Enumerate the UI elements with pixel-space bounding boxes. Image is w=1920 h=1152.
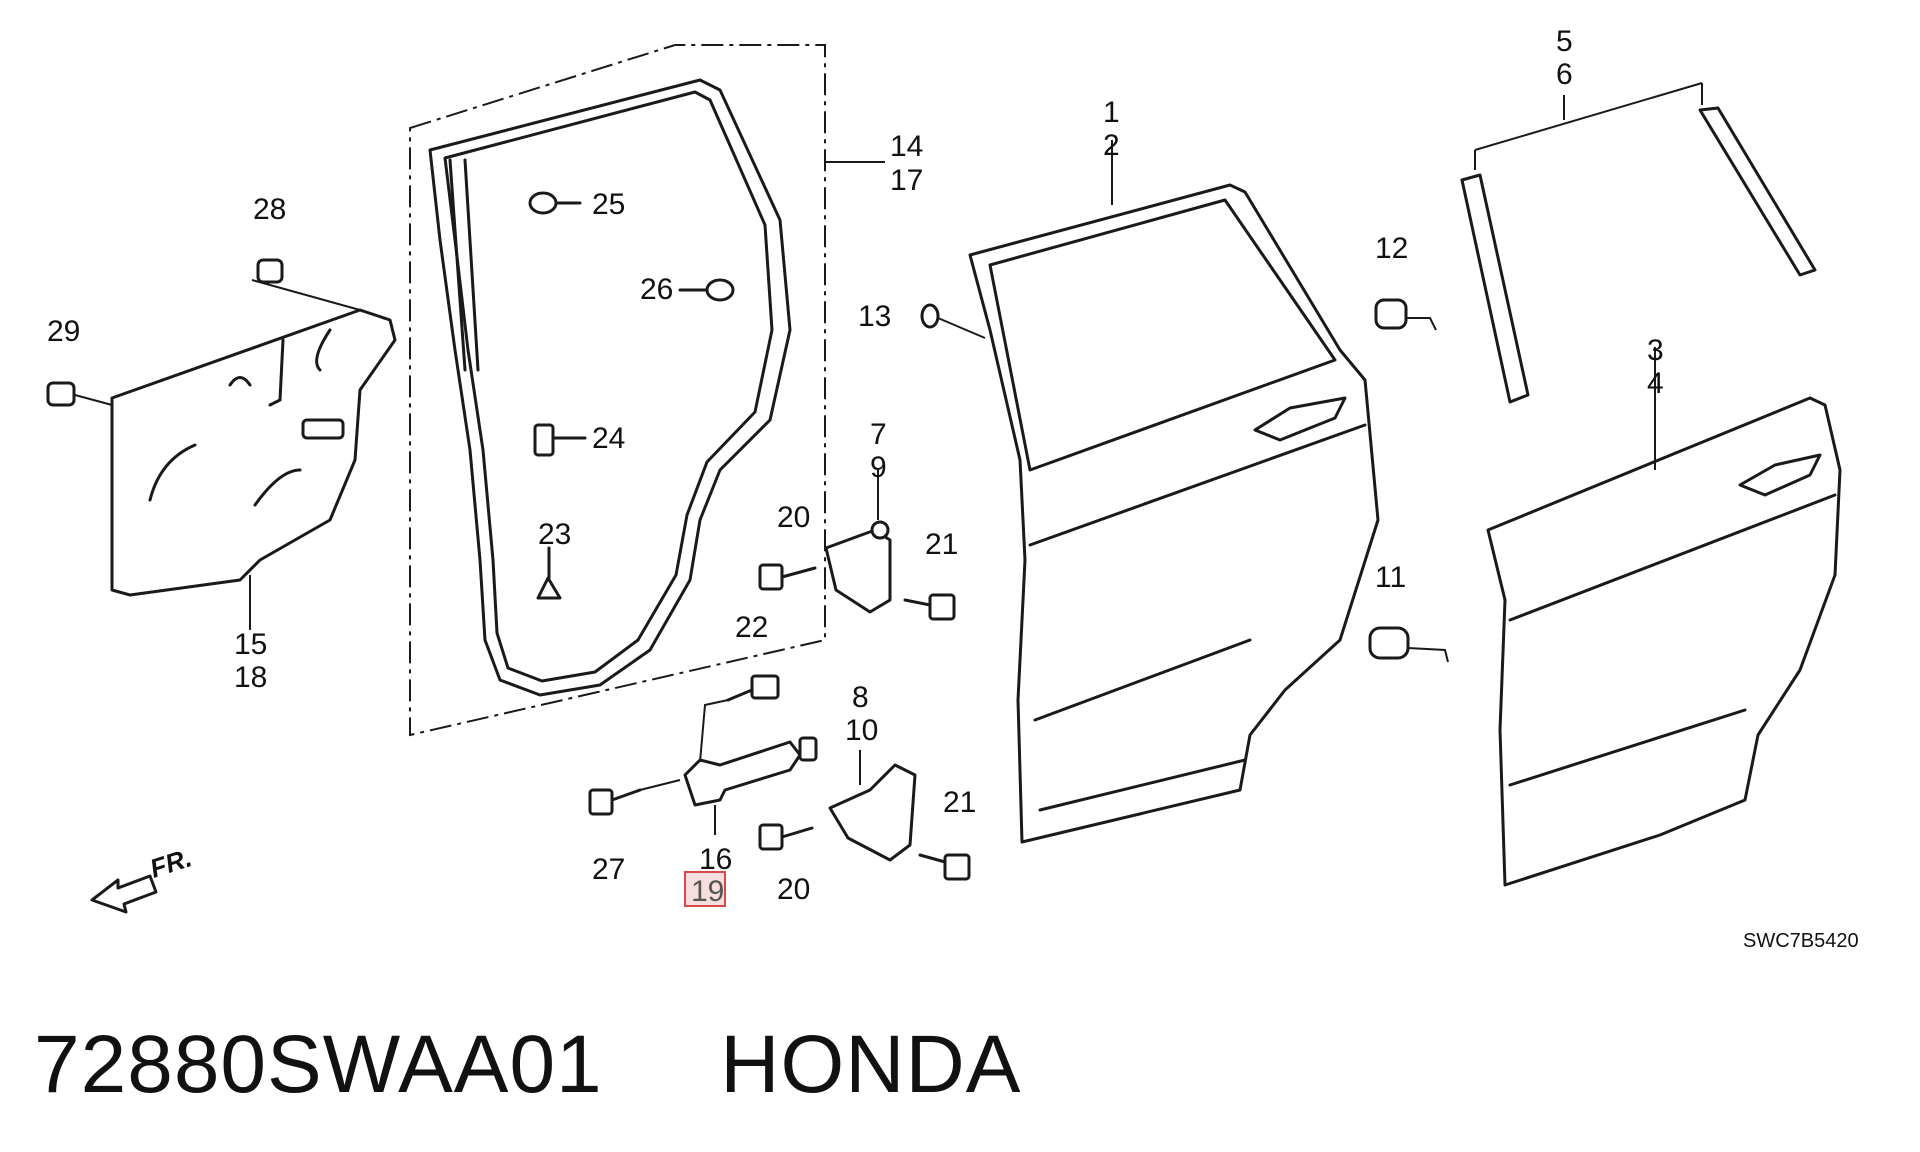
- part-footer: 72880SWAA01 HONDA: [34, 1020, 1021, 1110]
- nut-29: [46, 381, 76, 407]
- waterproof-sheet: [110, 308, 397, 597]
- callout-24: 24: [592, 422, 626, 455]
- callout-15: 15: [234, 628, 268, 661]
- callout-9: 9: [870, 451, 887, 484]
- callout-2: 2: [1103, 129, 1120, 162]
- callout-3: 3: [1647, 334, 1664, 367]
- callout-22: 22: [735, 611, 769, 644]
- callout-12: 12: [1375, 232, 1409, 265]
- callout-8: 8: [852, 681, 869, 714]
- callout-28: 28: [253, 193, 287, 226]
- bolt-22: [699, 674, 780, 763]
- callout-21-upper: 21: [925, 528, 959, 561]
- weatherstrip: [428, 78, 792, 697]
- callout-11: 11: [1375, 561, 1407, 594]
- bumper-12: [1374, 298, 1437, 331]
- bolt-20a: [758, 563, 817, 591]
- grommet-13: [920, 303, 986, 339]
- clip-26: [678, 278, 735, 302]
- rear-door-shell: [968, 183, 1380, 844]
- callout-4: 4: [1647, 367, 1664, 400]
- door-skin: [1486, 396, 1842, 887]
- callout-13: 13: [858, 300, 892, 333]
- callout-20-upper: 20: [777, 501, 811, 534]
- callout-19: 19: [691, 875, 725, 908]
- callout-6: 6: [1556, 58, 1573, 91]
- callout-10: 10: [845, 714, 879, 747]
- front-direction-arrow: [90, 874, 158, 914]
- bolt-20b: [758, 823, 814, 851]
- door-molding: [1460, 106, 1817, 404]
- callout-14: 14: [890, 130, 924, 163]
- part-number: 72880SWAA01: [34, 1019, 603, 1110]
- callout-29: 29: [47, 315, 81, 348]
- callout-26: 26: [640, 273, 674, 306]
- callout-1: 1: [1103, 96, 1120, 129]
- callout-20-lower: 20: [777, 873, 811, 906]
- callout-16: 16: [699, 843, 733, 876]
- clip-23: [536, 546, 562, 600]
- nut-28: [256, 258, 284, 284]
- clip-25: [528, 191, 582, 215]
- lower-hinge: [828, 763, 917, 862]
- callout-5: 5: [1556, 25, 1573, 58]
- callout-18: 18: [234, 661, 268, 694]
- door-checker: [683, 736, 818, 807]
- bolt-21b: [918, 853, 971, 881]
- callout-17: 17: [890, 164, 924, 197]
- callout-23: 23: [538, 518, 572, 551]
- bolt-21a: [903, 593, 956, 621]
- clip-24: [533, 423, 587, 457]
- bolt-27: [588, 779, 681, 816]
- diagram-code: SWC7B5420: [1743, 930, 1859, 952]
- callout-7: 7: [870, 418, 887, 451]
- group-outline: [409, 44, 826, 737]
- callout-27: 27: [592, 853, 626, 886]
- callout-25: 25: [592, 188, 626, 221]
- callout-21-lower: 21: [943, 786, 977, 819]
- brand-name: HONDA: [720, 1019, 1022, 1110]
- highlighted-callout: [684, 871, 726, 907]
- upper-hinge: [824, 520, 892, 614]
- bumper-11: [1368, 626, 1449, 663]
